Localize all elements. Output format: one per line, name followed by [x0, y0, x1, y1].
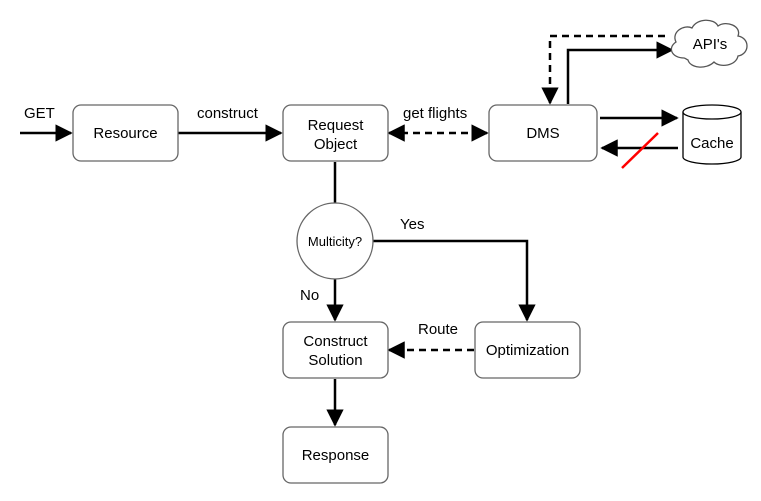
request-object-label-line1: Request: [308, 117, 365, 134]
resource-label: Resource: [93, 125, 157, 142]
cloud-icon: [670, 19, 748, 68]
construct-label: construct: [197, 105, 259, 122]
apis-label: API's: [693, 36, 728, 53]
route-label: Route: [418, 321, 458, 338]
get-flights-label: get flights: [403, 105, 467, 122]
no-label: No: [300, 287, 319, 304]
dms-to-apis-arrow: [566, 41, 674, 104]
response-node: Response: [282, 426, 389, 484]
dms-node: DMS: [488, 104, 598, 162]
yes-arrow: [373, 239, 536, 322]
optimization-node: Optimization: [474, 321, 581, 379]
apis-to-dms-arrow: [541, 34, 665, 105]
multicity-label: Multicity?: [308, 234, 362, 249]
database-icon: [682, 112, 742, 165]
dms-label: DMS: [526, 125, 559, 142]
yes-label: Yes: [400, 216, 424, 233]
request-object-node: Request Object: [282, 104, 389, 162]
resource-node: Resource: [72, 104, 179, 162]
apis-cloud-node: API's: [670, 19, 748, 68]
multicity-decision-node: Multicity?: [296, 202, 374, 280]
request-object-label-line2: Object: [314, 136, 358, 153]
cache-label: Cache: [690, 135, 733, 152]
construct-solution-node: Construct Solution: [282, 321, 389, 379]
blocked-mark: [621, 132, 659, 169]
response-label: Response: [302, 447, 370, 464]
construct-solution-label-line1: Construct: [303, 333, 368, 350]
construct-solution-label-line2: Solution: [308, 352, 362, 369]
get-label: GET: [24, 105, 55, 122]
optimization-label: Optimization: [486, 342, 569, 359]
cache-node: Cache: [682, 104, 742, 165]
